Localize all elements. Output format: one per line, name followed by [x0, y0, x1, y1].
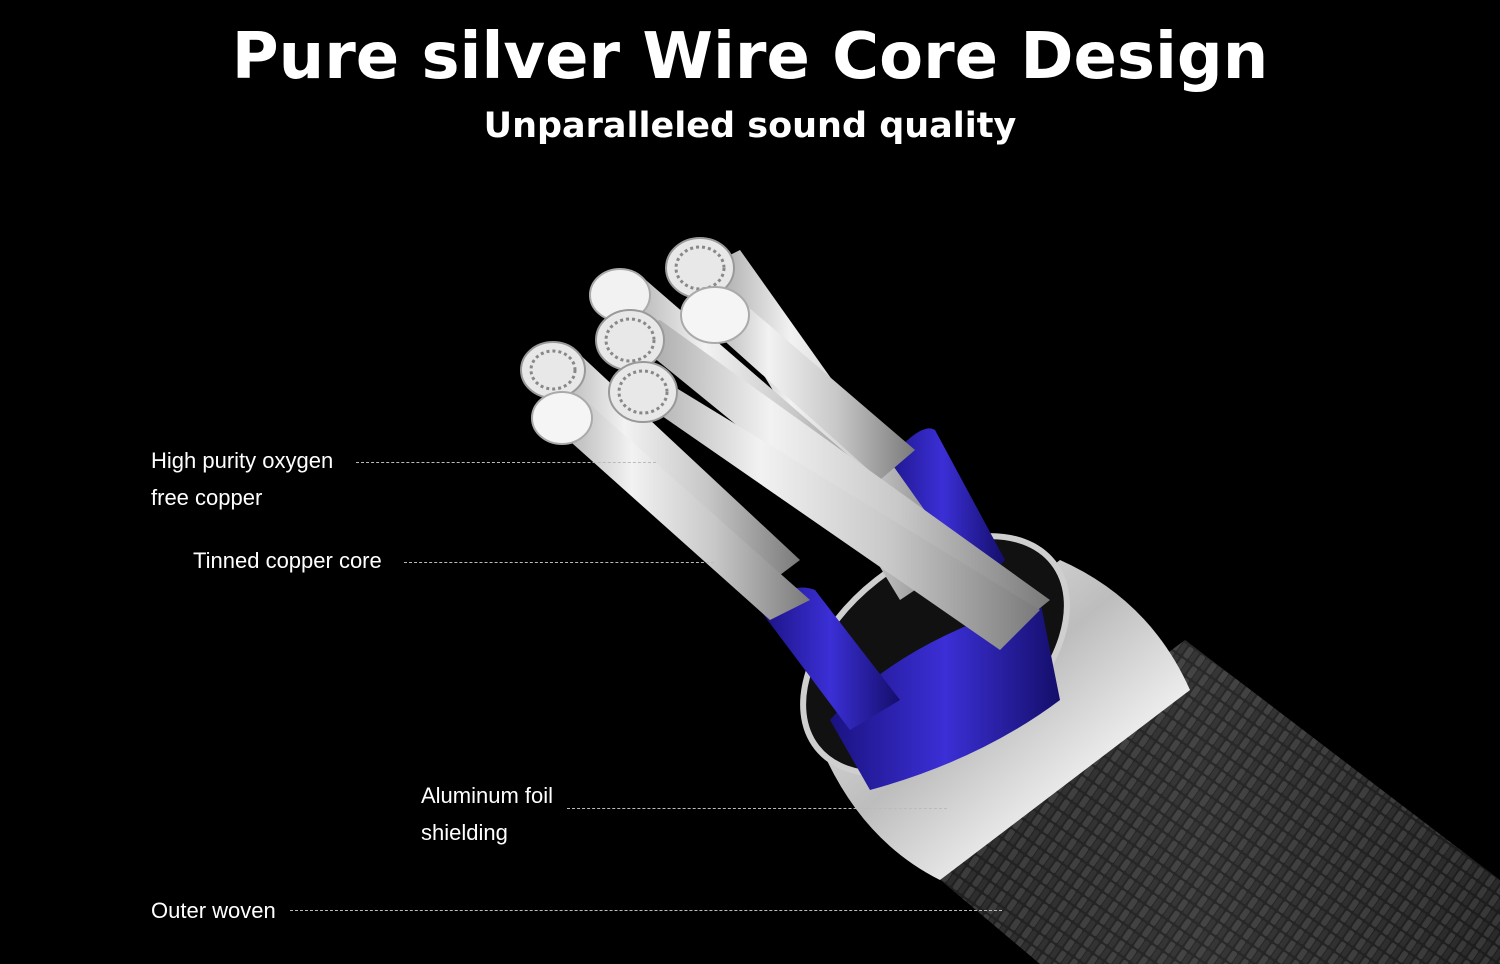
- label-tinned: Tinned copper core: [193, 548, 382, 573]
- page-subtitle: Unparalleled sound quality: [483, 106, 1017, 146]
- leader-copper: [356, 462, 656, 463]
- page-title: Pure silver Wire Core Design: [231, 20, 1269, 94]
- label-copper-line1: High purity oxygen: [151, 448, 334, 473]
- label-copper-line2: free copper: [151, 485, 263, 510]
- leader-foil: [567, 808, 947, 809]
- leader-tinned: [404, 562, 714, 563]
- strand-ends: [520, 237, 750, 445]
- leader-outer: [290, 910, 1002, 911]
- label-foil-line1: Aluminum foil: [421, 783, 554, 808]
- outer-woven-jacket: [905, 640, 1500, 964]
- label-foil-line2: shielding: [421, 820, 508, 845]
- wire-strands: [530, 250, 1050, 650]
- label-outer: Outer woven: [151, 898, 276, 923]
